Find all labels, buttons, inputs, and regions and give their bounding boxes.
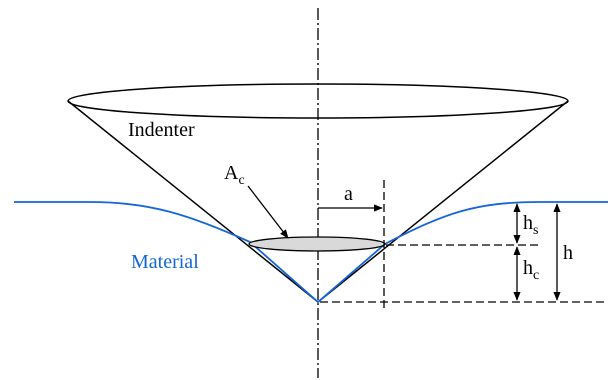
- h-total-label: h: [563, 242, 573, 264]
- hc-subscript: c: [533, 268, 539, 283]
- indenter-left-edge: [67, 100, 319, 303]
- hs-label: hs: [523, 212, 538, 238]
- radius-label: a: [344, 183, 353, 205]
- material-surface: [14, 201, 608, 304]
- contact-area-pointer: [247, 185, 289, 239]
- contact-area-label: Ac: [224, 162, 245, 188]
- hs-symbol: h: [523, 212, 533, 234]
- hs-subscript: s: [533, 223, 538, 238]
- contact-area-ellipse: [248, 236, 386, 252]
- hc-label: hc: [523, 257, 539, 283]
- indenter-label: Indenter: [128, 119, 195, 141]
- contact-area-symbol: A: [224, 162, 239, 184]
- contact-area-subscript: c: [238, 173, 244, 188]
- indenter-right-edge: [317, 100, 569, 303]
- material-label: Material: [131, 251, 199, 273]
- hc-symbol: h: [523, 257, 533, 279]
